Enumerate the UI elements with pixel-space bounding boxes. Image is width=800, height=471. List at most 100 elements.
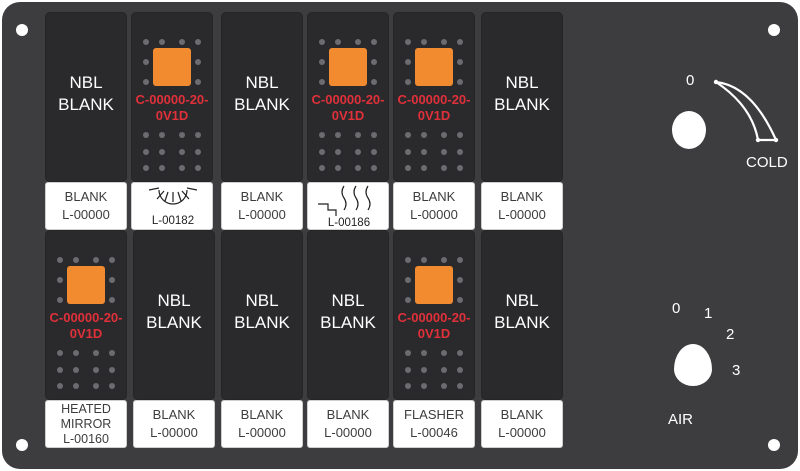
indicator-dot [405, 277, 411, 283]
rocker-blank[interactable]: NBL BLANK [307, 230, 389, 400]
indicator-dot [405, 149, 411, 155]
rocker-led[interactable]: C-00000-20- 0V1D [393, 12, 475, 182]
rocker-text: NBL BLANK [58, 73, 114, 114]
indicator-dot [405, 165, 411, 171]
indicator-dot [405, 39, 411, 45]
indicator-dot [421, 132, 427, 138]
air-pos-0: 0 [672, 300, 681, 317]
switch-label: BLANK L-00000 [393, 182, 475, 230]
rocker-led[interactable]: C-00000-20- 0V1D [45, 230, 127, 400]
switch-top-4[interactable]: C-00000-20- 0V1D L-00186 [307, 12, 389, 230]
switch-label: BLANK L-00000 [307, 400, 389, 448]
indicator-dot [421, 350, 427, 356]
switch-label: BLANK L-00000 [481, 182, 563, 230]
rocker-text: NBL BLANK [234, 73, 290, 114]
indicator-dot [405, 132, 411, 138]
mount-hole-bottom-left [16, 439, 28, 451]
switch-bottom-6[interactable]: NBL BLANK BLANK L-00000 [481, 230, 563, 448]
indicator-dot [457, 367, 463, 373]
switch-bottom-4[interactable]: NBL BLANK BLANK L-00000 [307, 230, 389, 448]
led-indicator [67, 266, 105, 304]
rocker-blank[interactable]: NBL BLANK [221, 230, 303, 400]
indicator-dot [457, 39, 463, 45]
indicator-dot [355, 132, 361, 138]
rocker-led[interactable]: C-00000-20- 0V1D [307, 12, 389, 182]
rocker-blank[interactable]: NBL BLANK [133, 230, 215, 400]
indicator-dot [371, 39, 377, 45]
switch-top-5[interactable]: C-00000-20- 0V1D BLANK L-00000 [393, 12, 475, 230]
rocker-blank[interactable]: NBL BLANK [481, 230, 563, 400]
switch-bottom-2[interactable]: NBL BLANK BLANK L-00000 [133, 230, 215, 448]
led-indicator [415, 48, 453, 86]
indicator-dot [57, 367, 63, 373]
rocker-blank[interactable]: NBL BLANK [221, 12, 303, 182]
indicator-dot [159, 39, 165, 45]
switch-top-2[interactable]: C-00000-20- 0V1D L-00182 [131, 12, 213, 230]
sun-icon [148, 187, 198, 205]
indicator-dot [143, 79, 149, 85]
indicator-dot [405, 59, 411, 65]
indicator-dot [457, 132, 463, 138]
indicator-dot [319, 79, 325, 85]
air-knob[interactable] [674, 344, 712, 386]
indicator-dot [109, 277, 115, 283]
indicator-dot [421, 383, 427, 389]
indicator-dot [109, 297, 115, 303]
air-pos-2: 2 [726, 326, 735, 343]
switch-bottom-5[interactable]: C-00000-20- 0V1D FLASHER L-00046 [393, 230, 475, 448]
switch-bottom-1[interactable]: C-00000-20- 0V1D HEATED MIRROR L-00160 [45, 230, 127, 448]
indicator-dot [143, 165, 149, 171]
switch-label: BLANK L-00000 [45, 182, 127, 230]
indicator-dot [441, 257, 447, 263]
rocker-led[interactable]: C-00000-20- 0V1D [131, 12, 213, 182]
led-indicator [415, 266, 453, 304]
indicator-dot [457, 383, 463, 389]
switch-bottom-3[interactable]: NBL BLANK BLANK L-00000 [221, 230, 303, 448]
switch-label: BLANK L-00000 [133, 400, 215, 448]
indicator-dot [195, 79, 201, 85]
switch-label: HEATED MIRROR L-00160 [45, 400, 127, 448]
indicator-dot [93, 257, 99, 263]
indicator-dot [335, 132, 341, 138]
indicator-dot [405, 257, 411, 263]
indicator-dot [457, 59, 463, 65]
switch-top-3[interactable]: NBL BLANK BLANK L-00000 [221, 12, 303, 230]
indicator-dot [441, 39, 447, 45]
part-number: C-00000-20- 0V1D [397, 92, 471, 123]
indicator-dot [441, 383, 447, 389]
indicator-dot [195, 59, 201, 65]
part-number: C-00000-20- 0V1D [311, 92, 385, 123]
switch-top-1[interactable]: NBL BLANK BLANK L-00000 [45, 12, 127, 230]
mount-hole-top-right [768, 24, 780, 36]
part-number: C-00000-20- 0V1D [397, 310, 471, 341]
indicator-dot [371, 59, 377, 65]
indicator-dot [405, 350, 411, 356]
rocker-led[interactable]: C-00000-20- 0V1D [393, 230, 475, 400]
air-pos-3: 3 [732, 362, 741, 379]
indicator-dot [109, 257, 115, 263]
switch-label: FLASHER L-00046 [393, 400, 475, 448]
indicator-dot [441, 149, 447, 155]
indicator-dot [371, 132, 377, 138]
rocker-text: NBL BLANK [146, 291, 202, 332]
indicator-dot [405, 79, 411, 85]
rocker-blank[interactable]: NBL BLANK [45, 12, 127, 182]
indicator-dot [143, 59, 149, 65]
switch-top-6[interactable]: NBL BLANK BLANK L-00000 [481, 12, 563, 230]
indicator-dot [57, 350, 63, 356]
indicator-dot [179, 132, 185, 138]
indicator-dot [441, 367, 447, 373]
switch-label: BLANK L-00000 [481, 400, 563, 448]
indicator-dot [159, 132, 165, 138]
temperature-knob[interactable] [672, 111, 706, 149]
indicator-dot [143, 149, 149, 155]
indicator-dot [421, 149, 427, 155]
indicator-dot [405, 367, 411, 373]
cold-ramp-icon [713, 79, 779, 143]
indicator-dot [93, 367, 99, 373]
rocker-blank[interactable]: NBL BLANK [481, 12, 563, 182]
indicator-dot [421, 39, 427, 45]
indicator-dot [73, 257, 79, 263]
indicator-dot [179, 165, 185, 171]
